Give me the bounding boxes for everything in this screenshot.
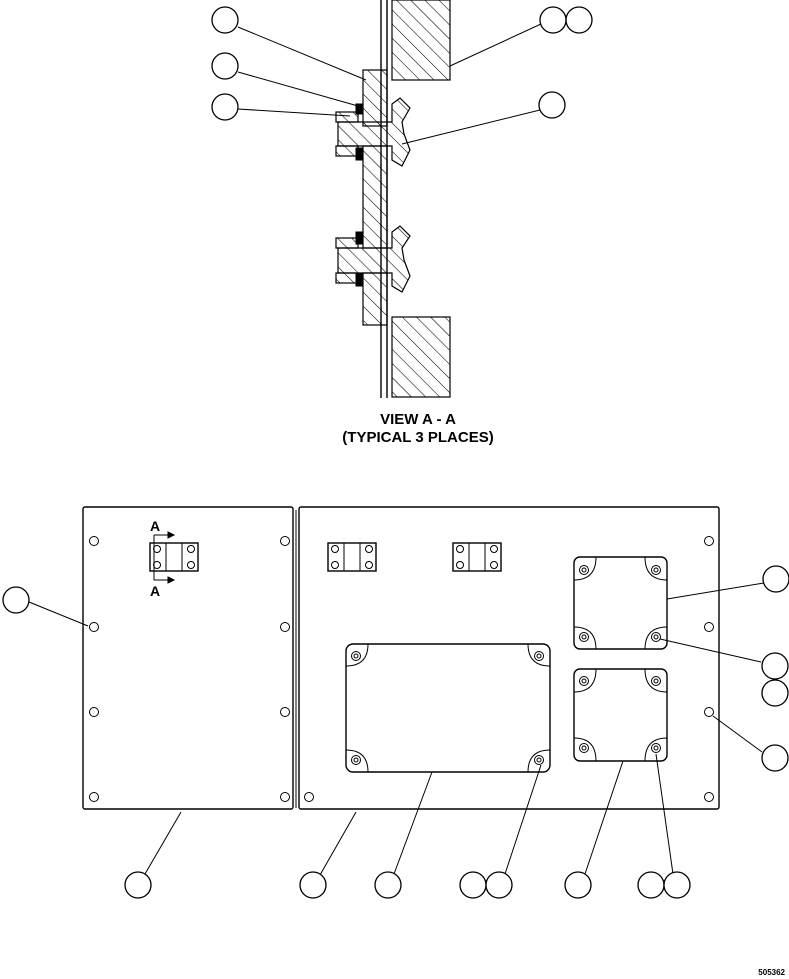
left-door-panel [82, 506, 294, 810]
lock-washer-bottom [355, 273, 364, 287]
mounting-hole [89, 792, 99, 802]
leader-line [28, 601, 89, 627]
callout-balloon [485, 871, 513, 899]
callout-balloon [211, 93, 239, 121]
small-cover-plate-lower [573, 668, 668, 762]
callout-balloon [539, 6, 567, 34]
leader-line [655, 753, 674, 875]
large-cover-plate [345, 643, 551, 773]
right-panel-holes [304, 536, 714, 802]
section-mark-top: A [150, 518, 160, 534]
callout-balloon [761, 744, 789, 772]
mounting-hole [704, 792, 714, 802]
cover-plate [573, 556, 668, 650]
callout-balloon [564, 871, 592, 899]
upper-wall-section [391, 0, 451, 81]
hinge-plate [327, 542, 377, 572]
callout-balloon [637, 871, 665, 899]
callout-balloon [538, 91, 566, 119]
lock-washer-bottom [355, 147, 364, 161]
leader-line [401, 109, 541, 145]
washer-bottom-section [335, 272, 359, 284]
front-view: A A [2, 506, 789, 899]
callout-balloon [2, 586, 30, 614]
hinge-with-section-mark: A A [149, 518, 199, 599]
leader-line [319, 811, 357, 876]
mounting-hole [280, 792, 290, 802]
hinge-plate [452, 542, 502, 572]
section-arrow-icon [167, 531, 176, 539]
left-panel-holes [89, 536, 290, 802]
leader-line [659, 638, 762, 663]
hinge [327, 542, 377, 572]
mounting-hole [89, 536, 99, 546]
cover-plate [345, 643, 551, 773]
screw-head-section [337, 225, 411, 293]
leader-line [584, 760, 624, 875]
callout-balloon [761, 679, 789, 707]
section-view-title: VIEW A - A [380, 411, 456, 428]
leader-line [144, 811, 182, 875]
mounting-hole [280, 622, 290, 632]
mounting-hole [280, 536, 290, 546]
screw-head-section [337, 97, 411, 167]
mounting-hole [89, 707, 99, 717]
hinge-leaf-upper [362, 69, 388, 127]
leader-line [449, 23, 542, 67]
callout-balloon [211, 52, 239, 80]
washer-top-section [335, 111, 359, 123]
callout-balloon [663, 871, 691, 899]
mounting-hole [280, 707, 290, 717]
cover-plate [573, 668, 668, 762]
leader-line [504, 764, 542, 875]
lower-wall-section [391, 316, 451, 398]
section-view-subtitle: (TYPICAL 3 PLACES) [342, 429, 493, 446]
mounting-hole [704, 707, 714, 717]
small-cover-plate-upper [573, 556, 668, 650]
washer-top-section [335, 237, 359, 249]
hinge [452, 542, 502, 572]
mounting-hole [304, 792, 314, 802]
hinge-plate [149, 542, 199, 572]
leader-line [237, 71, 359, 107]
mounting-hole [704, 622, 714, 632]
drawing-number: 505362 [758, 968, 785, 977]
mounting-hole [704, 536, 714, 546]
hinge-leaf-lower [362, 272, 388, 326]
lock-washer-top [355, 231, 364, 245]
section-arrow-icon [167, 576, 176, 584]
hinge-leaf-middle [362, 145, 388, 249]
callout-balloon [565, 6, 593, 34]
section-view-a-a: VIEW A - A (TYPICAL 3 PLACES) [211, 0, 593, 446]
mounting-hole [89, 622, 99, 632]
callout-balloon [762, 565, 789, 593]
section-mark-bottom: A [150, 583, 160, 599]
leader-line [712, 715, 763, 753]
callout-balloon [124, 871, 152, 899]
fastener-upper [335, 97, 411, 167]
callout-balloon [211, 6, 239, 34]
leader-line [237, 26, 367, 81]
lock-washer-top [355, 103, 364, 115]
callout-balloon [761, 652, 789, 680]
leader-line [666, 582, 765, 600]
leader-line [237, 108, 351, 117]
leader-line [393, 771, 433, 875]
callout-balloon [459, 871, 487, 899]
callout-balloon [374, 871, 402, 899]
washer-bottom-section [335, 145, 359, 157]
callout-balloon [299, 871, 327, 899]
fastener-lower [335, 225, 411, 293]
